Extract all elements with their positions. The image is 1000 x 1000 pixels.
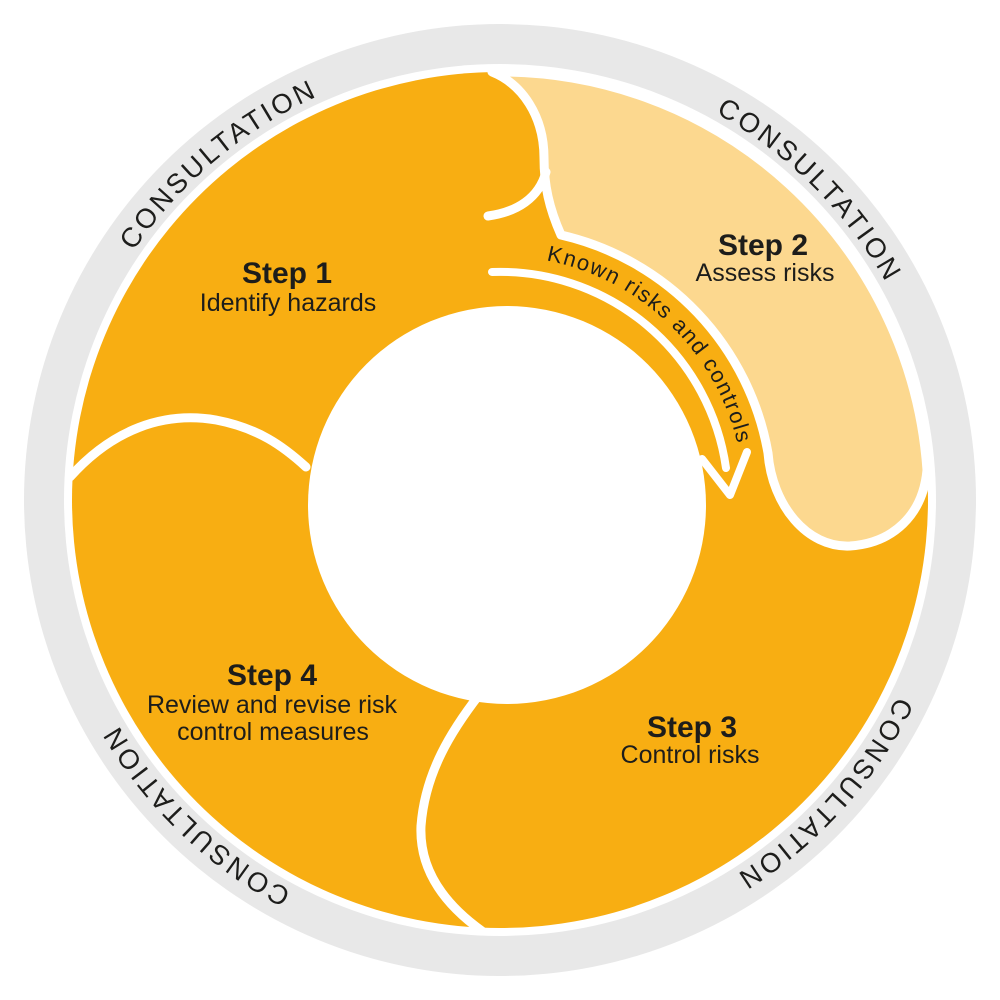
step3-subtitle: Control risks <box>621 741 760 769</box>
step4-title: Step 4 <box>227 659 317 692</box>
divider-step1-step2-hook <box>483 167 551 221</box>
step1-title: Step 1 <box>242 257 332 290</box>
flow-arrow-head <box>698 448 751 499</box>
step1-label-group: Step 1 Identify hazards <box>200 257 377 317</box>
flow-arrow-curve <box>488 267 730 472</box>
step2-label-group: Step 2 Assess risks <box>696 229 835 287</box>
step3-title: Step 3 <box>647 711 737 744</box>
step4-subtitle-line2: control measures <box>177 718 369 746</box>
divider-step4-step3 <box>416 690 487 936</box>
center-circle <box>308 306 706 704</box>
step4-label-group: Step 4 Review and revise risk control me… <box>147 659 398 746</box>
step2-title: Step 2 <box>718 229 808 262</box>
step4-subtitle-line1: Review and revise risk <box>147 691 398 719</box>
step2-subtitle: Assess risks <box>696 259 835 287</box>
step3-label-group: Step 3 Control risks <box>621 711 760 769</box>
divider-step4-step1 <box>65 413 311 482</box>
step2-segment-highlight <box>487 67 932 551</box>
step1-subtitle: Identify hazards <box>200 289 377 317</box>
